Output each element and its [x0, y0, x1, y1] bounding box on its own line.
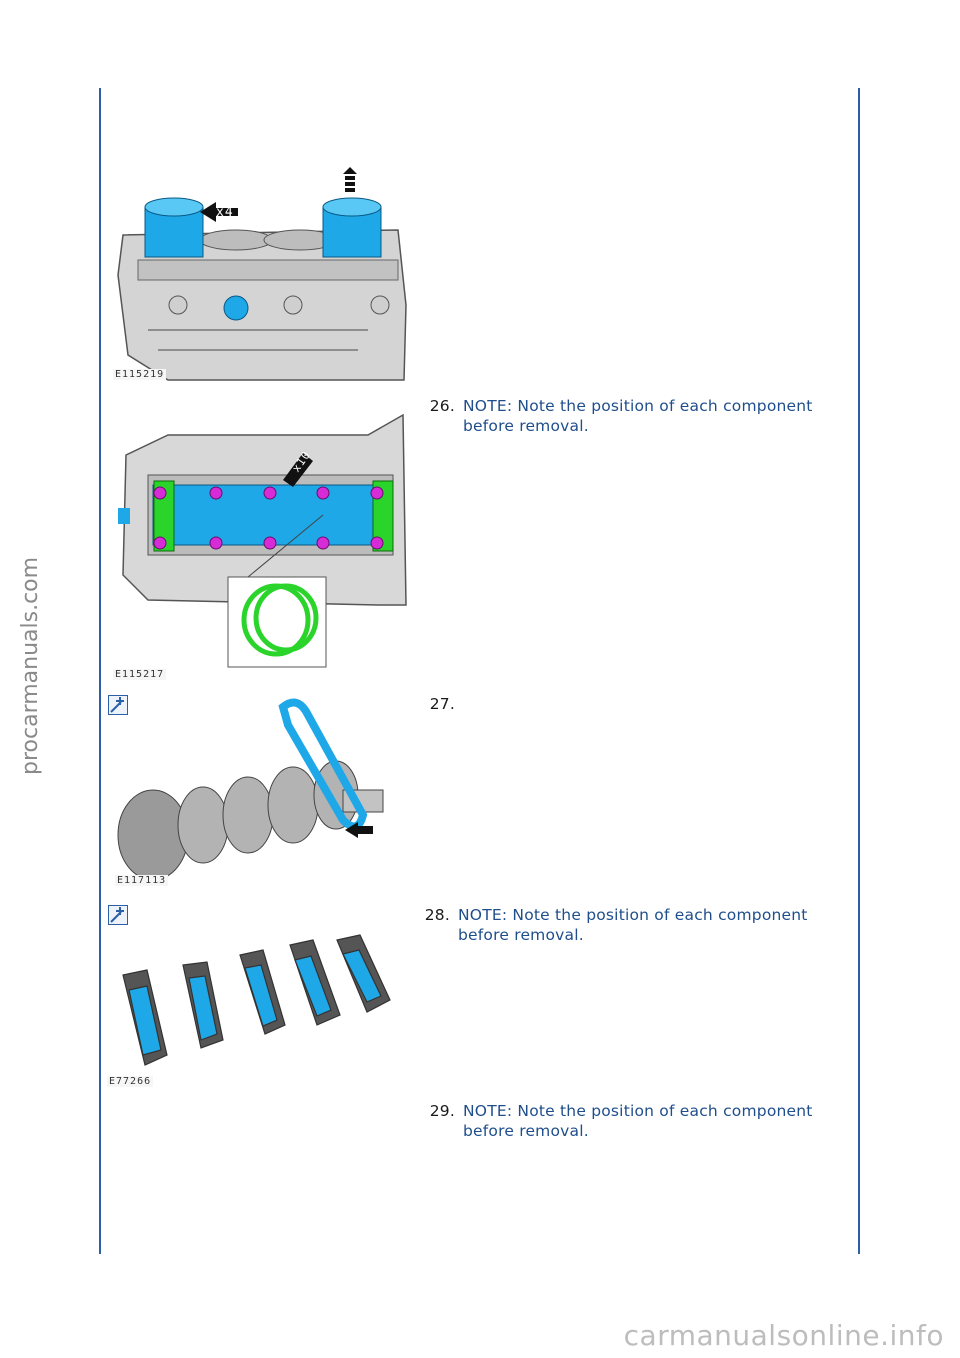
- arrow-up-icon: [343, 167, 357, 192]
- figure-id: E77266: [107, 1076, 154, 1087]
- left-rule: [99, 88, 101, 1254]
- step-number: 27.: [429, 695, 455, 713]
- step-note: NOTE: Note the position of each componen…: [463, 397, 813, 435]
- right-rule: [858, 88, 860, 1254]
- side-watermark: procarmanuals.com: [18, 556, 43, 775]
- crankshaft-illustration: [117, 698, 384, 881]
- zoom-button[interactable]: [108, 695, 128, 715]
- zoom-button[interactable]: [108, 905, 128, 925]
- figure-crankshaft: E117113: [108, 695, 393, 890]
- bearing-caps-illustration: [122, 934, 391, 1066]
- step-number: 28.: [424, 906, 450, 924]
- step-note: NOTE: Note the position of each componen…: [458, 906, 808, 944]
- step-note: [463, 694, 843, 714]
- figure-bedplate-crankshaft-seal: x10 E115217: [108, 405, 410, 683]
- step-28: 28. NOTE: Note the position of each comp…: [410, 905, 838, 945]
- figure-id: E117113: [115, 875, 169, 886]
- step-note: NOTE: Note the position of each componen…: [463, 1102, 813, 1140]
- arrow-left-icon: [345, 822, 373, 838]
- step-27: 27.: [415, 694, 843, 714]
- figure-id: E115219: [113, 369, 167, 380]
- arrow-left-icon: [200, 202, 238, 222]
- bedplate-illustration: [118, 413, 407, 668]
- zoom-icon: [110, 907, 124, 923]
- step-number: 29.: [429, 1102, 455, 1120]
- step-29: 29. NOTE: Note the position of each comp…: [415, 1101, 843, 1141]
- figure-id: E115217: [113, 669, 167, 680]
- figure-label-x4: x4: [216, 205, 234, 220]
- engine-block-pistons-illustration: [117, 197, 407, 381]
- step-number: 26.: [429, 397, 455, 415]
- figure-bearing-caps: E77266: [105, 930, 395, 1090]
- bottom-watermark: carmanualsonline.info: [623, 1319, 944, 1352]
- step-26: 26. NOTE: Note the position of each comp…: [415, 396, 843, 436]
- zoom-icon: [110, 697, 124, 713]
- figure-cylinder-block-pistons: x4 E115219: [108, 165, 410, 383]
